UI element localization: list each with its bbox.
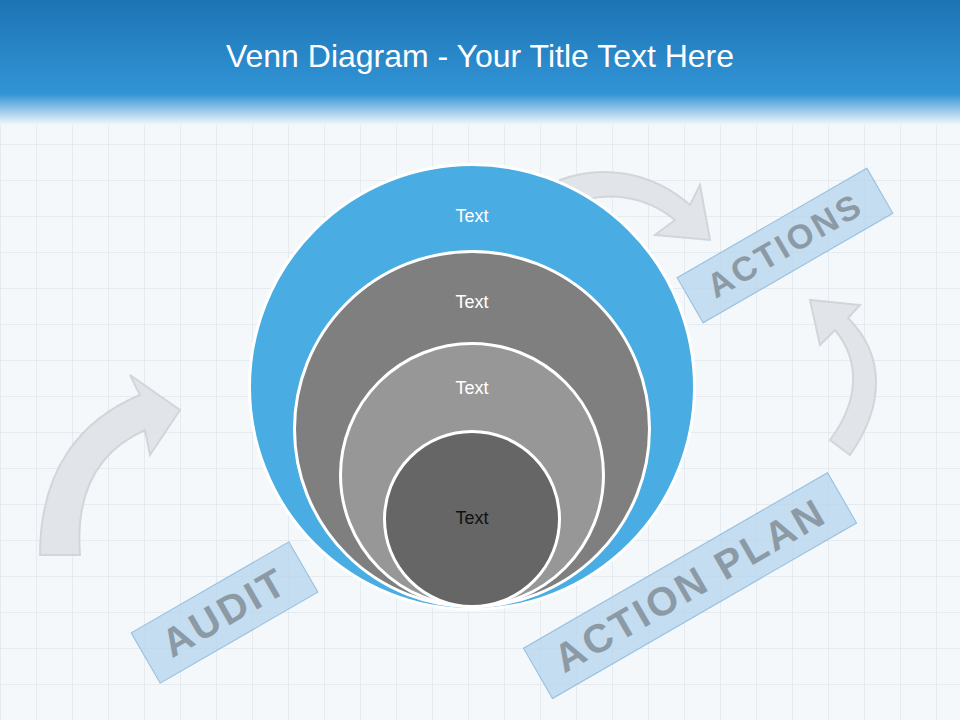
- circle-label: Text: [339, 378, 605, 399]
- venn-circle: TextTextTextText: [248, 163, 696, 611]
- circle-label: Text: [248, 206, 696, 227]
- circle-label: Text: [383, 508, 561, 529]
- slide-title: Venn Diagram - Your Title Text Here: [0, 38, 960, 75]
- circle-label: Text: [293, 292, 651, 313]
- watermark-label: ACTIONS: [676, 167, 893, 323]
- venn-circle: TextText: [339, 342, 605, 608]
- cycle-arrow: [40, 375, 180, 555]
- venn-circle: TextTextText: [293, 250, 651, 608]
- cycle-arrow: [810, 300, 876, 455]
- circle-fill: [250, 165, 695, 610]
- watermark-label: AUDIT: [131, 541, 319, 684]
- venn-circle: Text: [383, 430, 561, 608]
- header-bar: [0, 0, 960, 125]
